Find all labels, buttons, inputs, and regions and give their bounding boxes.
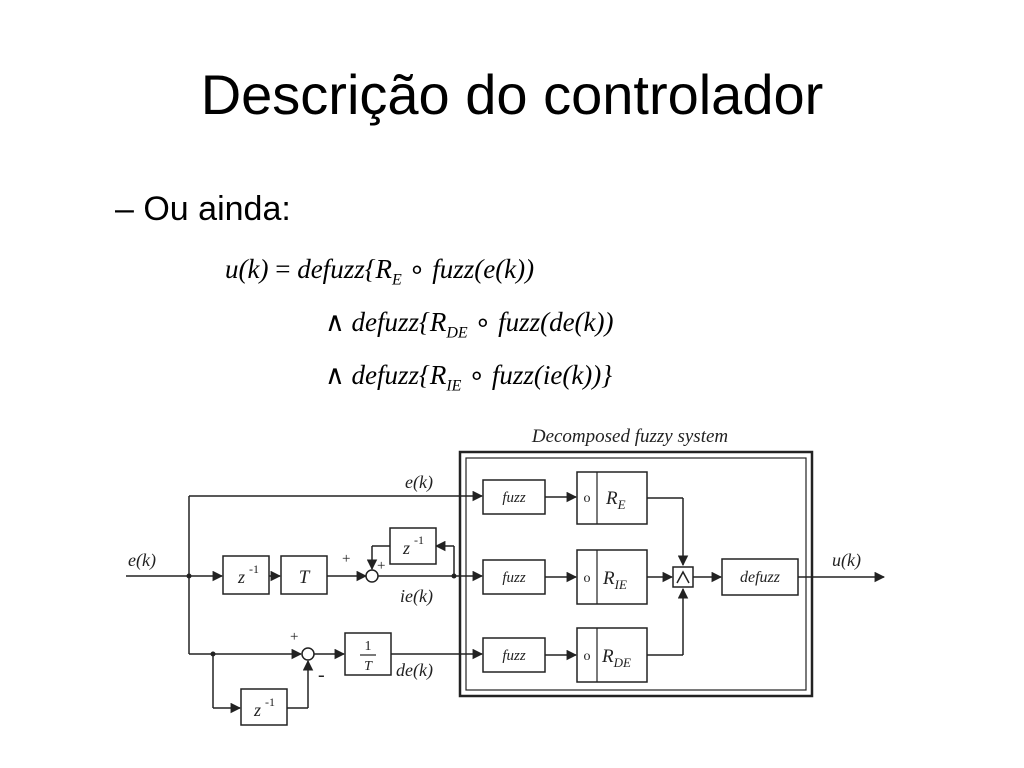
rule-IE-comp: o xyxy=(584,571,591,586)
input-label: e(k) xyxy=(128,550,156,571)
gain-num: 1 xyxy=(365,639,372,654)
rule-IE-sub: IE xyxy=(614,577,627,592)
eq2-arg: fuzz(de(k)) xyxy=(498,307,614,337)
gain-den: T xyxy=(364,659,373,674)
eq1-lhs: u(k) xyxy=(225,254,269,284)
eq2-rule-sub: DE xyxy=(446,324,468,342)
delay-block-3 xyxy=(240,688,288,726)
rule-E-comp: o xyxy=(584,491,591,506)
eq1-rule: R xyxy=(375,254,393,284)
and-symbol-icon xyxy=(676,570,690,584)
sum1-plus-right: + xyxy=(377,558,385,574)
eq2-defuzz: defuzz{ xyxy=(351,307,430,337)
equation-line-1: u(k) = defuzz{RE ∘ fuzz(e(k)) xyxy=(225,254,534,289)
eq1-rule-sub: E xyxy=(392,271,402,289)
eq1-compose-op: ∘ xyxy=(408,254,426,284)
rule-DE-sub: DE xyxy=(613,655,631,670)
sum1-plus-left: + xyxy=(342,551,350,567)
eq3-and: ∧ xyxy=(325,360,345,390)
eq1-defuzz: defuzz{ xyxy=(297,254,376,284)
rule-E-R: R xyxy=(605,488,618,509)
delay-block-1 xyxy=(222,555,270,595)
sum2-plus: + xyxy=(290,629,298,645)
system-frame-outer xyxy=(458,450,814,698)
delay-block-2 xyxy=(389,527,437,565)
eq1-equals: = xyxy=(275,254,291,284)
eq3-compose-op: ∘ xyxy=(468,360,486,390)
equation-line-3: ∧ defuzz{RIE ∘ fuzz(ie(k))} xyxy=(325,360,612,395)
and-node xyxy=(672,566,694,588)
system-frame-inner xyxy=(465,457,807,691)
rule-block-E xyxy=(576,471,648,525)
equation-line-2: ∧ defuzz{RDE ∘ fuzz(de(k)) xyxy=(325,307,614,342)
delay1-base: z xyxy=(237,567,245,587)
sum2-minus: - xyxy=(318,664,325,686)
fuzz-de-label: fuzz xyxy=(502,648,526,664)
eq2-rule: R xyxy=(429,307,447,337)
eq1-arg: fuzz(e(k)) xyxy=(432,254,535,284)
gain-block-inv-T xyxy=(344,632,392,676)
eq3-rule-sub: IE xyxy=(446,377,462,395)
delay1-exp: -1 xyxy=(249,562,259,576)
defuzz-label: defuzz xyxy=(740,569,781,586)
delay3-exp: -1 xyxy=(265,695,275,709)
rule-E-sub: E xyxy=(617,497,626,512)
rule-IE-symbol: RIE xyxy=(602,568,627,592)
eq3-arg: fuzz(ie(k))} xyxy=(491,360,613,390)
sum-junction-2 xyxy=(301,647,315,661)
delay2-exp: -1 xyxy=(414,533,424,547)
output-label: u(k) xyxy=(832,550,861,571)
signal-ie-label: ie(k) xyxy=(400,586,433,607)
rule-DE-comp: o xyxy=(584,649,591,664)
rule-DE-symbol: RDE xyxy=(601,646,631,670)
defuzz-block xyxy=(721,558,799,596)
rule-DE-R: R xyxy=(601,646,614,667)
delay3-base: z xyxy=(253,700,261,720)
fuzz-e-label: fuzz xyxy=(502,490,526,506)
rule-E-symbol: RE xyxy=(605,488,626,512)
signal-de-label: de(k) xyxy=(396,660,433,681)
signal-e-label: e(k) xyxy=(405,472,433,493)
gain-block-T xyxy=(280,555,328,595)
slide-title: Descrição do controlador xyxy=(200,63,824,126)
fuzz-ie-label: fuzz xyxy=(502,570,526,586)
eq2-and: ∧ xyxy=(325,307,345,337)
eq2-compose-op: ∘ xyxy=(474,307,492,337)
gain-T-label: T xyxy=(299,567,311,588)
eq3-rule: R xyxy=(429,360,447,390)
bullet-text: – Ou ainda: xyxy=(115,190,291,228)
system-label: Decomposed fuzzy system xyxy=(531,426,728,447)
eq3-defuzz: defuzz{ xyxy=(351,360,430,390)
rule-IE-R: R xyxy=(602,568,615,589)
delay2-base: z xyxy=(402,538,410,558)
